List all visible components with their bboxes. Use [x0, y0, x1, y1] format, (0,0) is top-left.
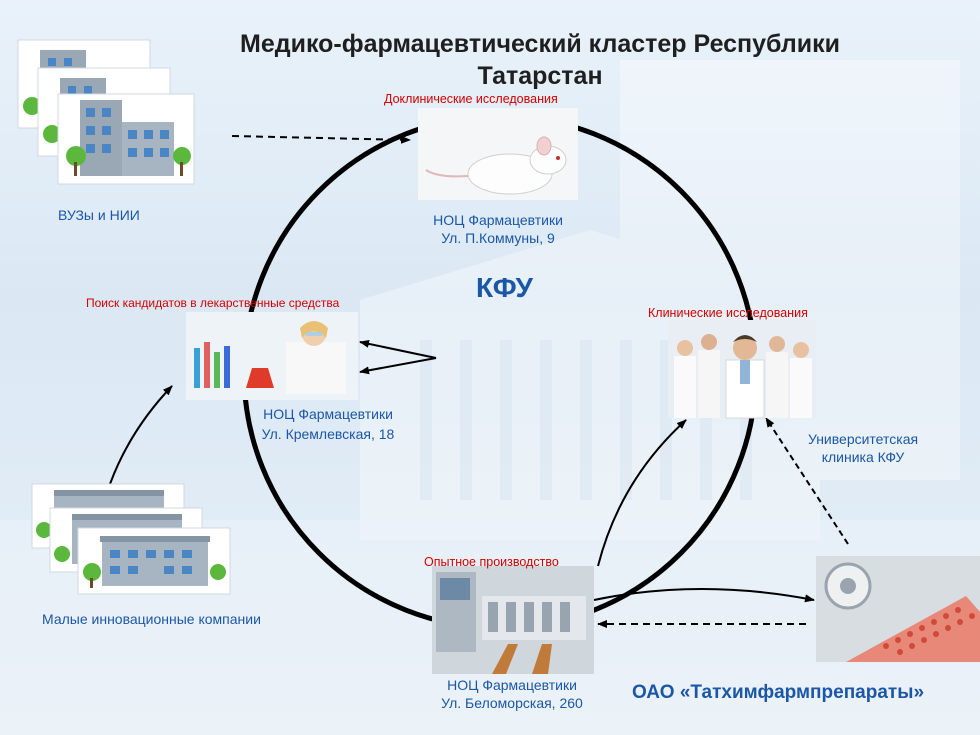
production-address: Ул. Беломорская, 260 — [441, 695, 583, 711]
company-label: ОАО «Татхимфармпрепараты» — [632, 682, 925, 703]
clinical-heading: Клинические исследования — [648, 306, 808, 320]
universities-building-stack-icon — [17, 39, 195, 185]
candidates-heading: Поиск кандидатов в лекарственные средств… — [86, 296, 340, 310]
arrow-small-companies-to-candidates — [109, 385, 173, 485]
small-companies-building-stack-icon — [31, 483, 231, 595]
arrow-center-to-candidates-1 — [359, 339, 437, 359]
preclinical-name: НОЦ Фармацевтики — [433, 212, 563, 228]
candidates-name: НОЦ Фармацевтики — [263, 406, 393, 422]
preclinical-address: Ул. П.Коммуны, 9 — [441, 230, 555, 246]
pill-production-icon — [816, 556, 980, 662]
arrow-center-to-candidates-2 — [359, 357, 437, 375]
lab-mouse-icon — [418, 108, 578, 200]
production-line-icon — [432, 566, 594, 674]
preclinical-heading: Доклинические исследования — [384, 92, 558, 106]
scientist-lab-icon — [186, 312, 358, 400]
production-heading: Опытное производство — [424, 555, 559, 569]
universities-label: ВУЗы и НИИ — [58, 207, 140, 223]
small-companies-label: Малые инновационные компании — [42, 611, 261, 627]
doctors-group-icon — [668, 320, 816, 419]
arrow-production-to-clinical — [597, 419, 687, 567]
kfu-center-label: КФУ — [476, 272, 533, 303]
production-name: НОЦ Фармацевтики — [447, 677, 577, 693]
arrow-production-to-company — [593, 588, 815, 603]
diagram-title-line1: Медико-фармацевтический кластер Республи… — [240, 30, 840, 58]
arrow-university-clinic-to-clinical — [765, 417, 849, 545]
university-clinic-label: Университетская клиника КФУ — [807, 431, 919, 465]
candidates-address: Ул. Кремлевская, 18 — [261, 426, 395, 442]
diagram-title-line2: Татарстан — [477, 62, 603, 90]
arrow-universities-to-preclinical — [231, 135, 411, 144]
